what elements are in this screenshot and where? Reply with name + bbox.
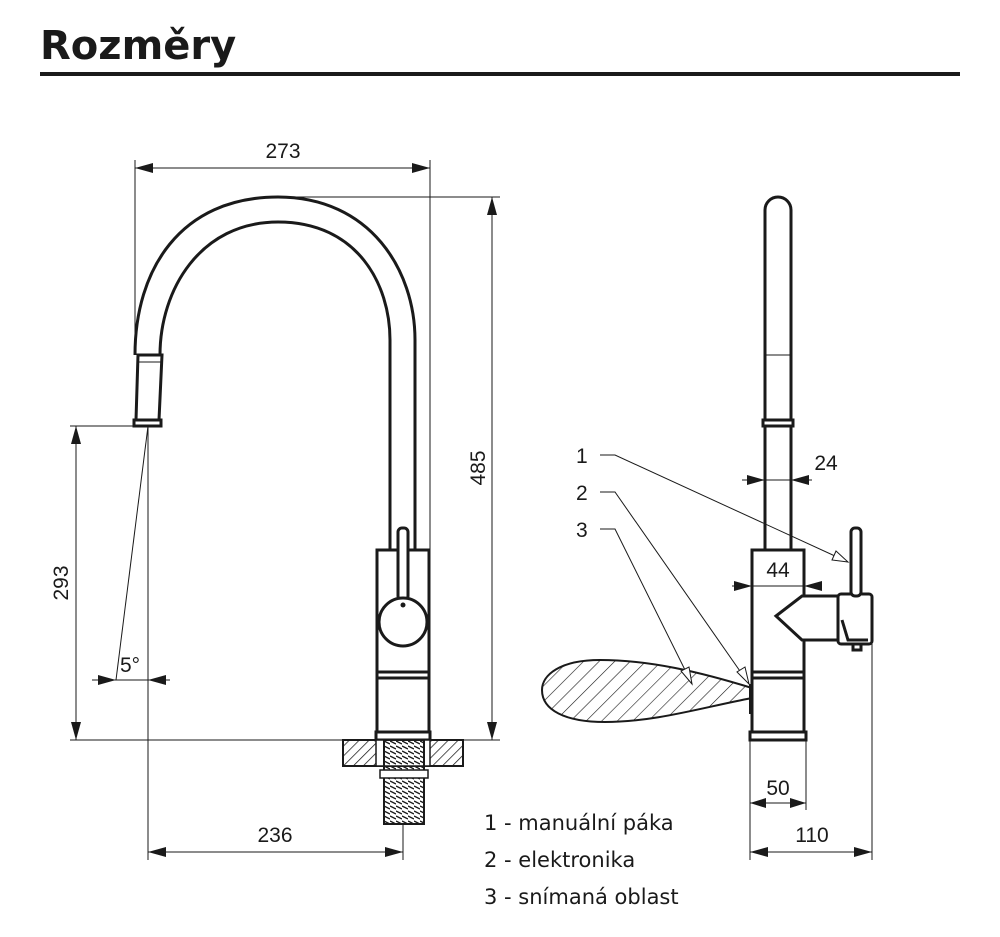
- dim-depth-label: 110: [795, 824, 828, 847]
- sensing-area: [540, 658, 753, 724]
- dim-body-diameter-label: 44: [766, 559, 790, 582]
- arrowhead: [71, 722, 81, 740]
- arrowhead: [71, 426, 81, 444]
- spout-outer-outline: [133, 195, 417, 550]
- dim-spout-height-label: 293: [50, 565, 73, 600]
- stem-nut: [379, 769, 429, 779]
- spout-inner-outline: [158, 220, 392, 550]
- arrowhead: [148, 847, 166, 857]
- callout-2: 2: [576, 482, 588, 505]
- arrowhead: [854, 847, 872, 857]
- leader-3-arrow: [680, 666, 693, 686]
- arrowhead: [98, 675, 116, 685]
- side-lever-handle: [849, 526, 863, 598]
- legend-item-electronics: 2 - elektronika: [484, 848, 635, 872]
- lever-pin: [851, 642, 863, 652]
- arrowhead: [804, 581, 822, 591]
- threaded-stem: [383, 739, 425, 825]
- dim-spout-diameter-label: 24: [814, 452, 838, 475]
- base-ring: [374, 730, 432, 742]
- spray-nozzle: [132, 418, 163, 428]
- dim-reach-label: 236: [257, 824, 292, 847]
- angle-line: [115, 425, 149, 681]
- lever-handle: [396, 526, 410, 602]
- dim-width-label: 273: [265, 140, 300, 163]
- arrowhead: [487, 197, 497, 215]
- lever-housing: [836, 592, 874, 646]
- legend-item-manual-lever: 1 - manuální páka: [484, 811, 674, 835]
- side-nozzle-ring: [761, 418, 795, 428]
- legend-item-sensing-area: 3 - snímaná oblast: [484, 885, 679, 909]
- leader-1: [600, 454, 849, 563]
- arrowhead: [412, 163, 430, 173]
- arrowhead: [135, 163, 153, 173]
- arrowhead: [790, 798, 806, 808]
- arrowhead: [734, 581, 752, 591]
- knob-dot: [400, 602, 406, 608]
- side-base: [750, 676, 806, 734]
- leader-2-arrow: [736, 666, 750, 686]
- arrowhead: [750, 847, 768, 857]
- leader-2: [600, 491, 750, 685]
- arrowhead: [385, 847, 403, 857]
- side-spout-tube: [763, 195, 793, 550]
- leader-3: [600, 528, 693, 685]
- arrowhead: [148, 675, 166, 685]
- callout-1: 1: [576, 445, 588, 468]
- dim-height-label: 485: [467, 450, 490, 485]
- side-base-ring: [748, 730, 808, 742]
- front-view-dimensions: 273 485 293 5° 236: [50, 140, 500, 860]
- arrowhead: [750, 798, 766, 808]
- side-view-faucet: [540, 195, 874, 742]
- side-view-dimensions: 24 44 50 110 1 2 3: [576, 445, 873, 860]
- arrowhead: [747, 475, 765, 485]
- arrowhead: [791, 475, 809, 485]
- leader-1-arrow: [831, 550, 850, 563]
- lever-knob: [377, 596, 429, 648]
- front-view-faucet: [132, 195, 464, 825]
- spray-head: [134, 353, 164, 422]
- lever-housing-detail: [840, 619, 868, 642]
- callout-3: 3: [576, 519, 588, 542]
- dim-angle-label: 5°: [120, 654, 140, 677]
- page-title: Rozměry: [40, 23, 237, 69]
- dim-base-diameter-label: 50: [766, 777, 789, 800]
- faucet-base: [375, 676, 431, 734]
- title-rule: [40, 72, 960, 76]
- arrowhead: [487, 722, 497, 740]
- legend: 1 - manuální páka 2 - elektronika 3 - sn…: [484, 811, 679, 909]
